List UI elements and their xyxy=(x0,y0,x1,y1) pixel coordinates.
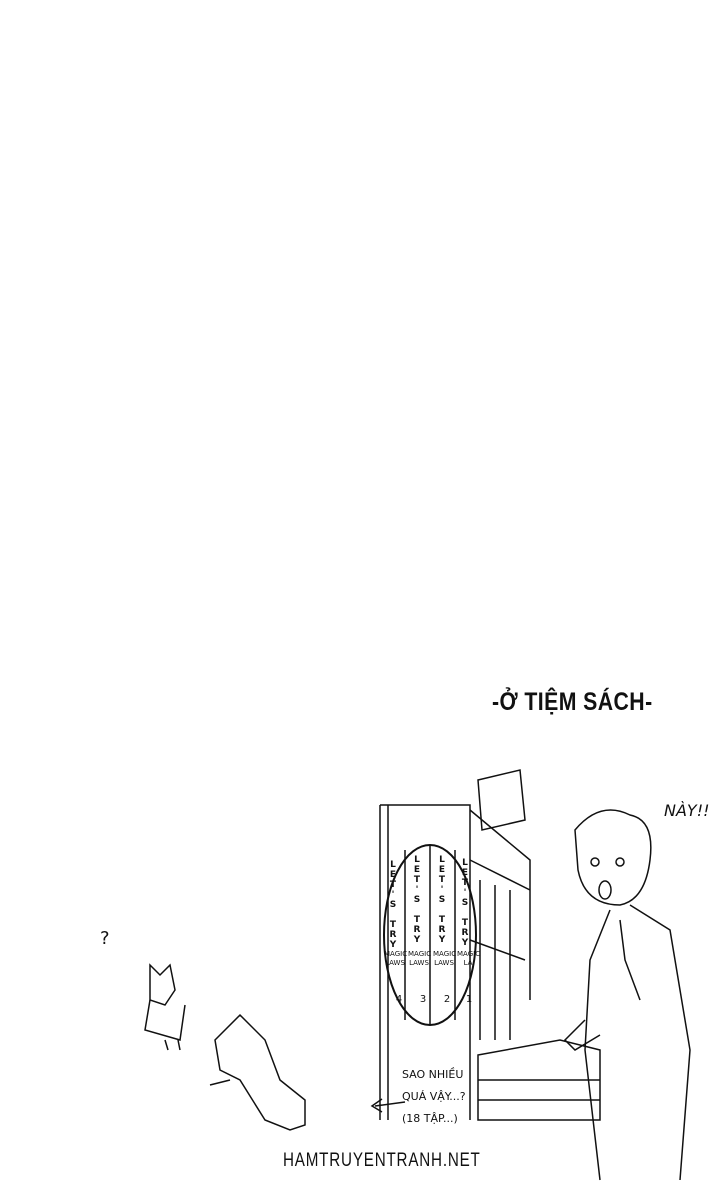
book-spine: LET'S TRY xyxy=(388,860,398,950)
book-spine: LET'S TRY xyxy=(412,855,422,945)
side-note-line: SAO NHIỀU xyxy=(402,1068,464,1081)
bookshelf-drawing xyxy=(379,769,601,1121)
arrow-icon xyxy=(370,1098,406,1113)
caption-title: -Ở TIỆM SÁCH- xyxy=(492,688,653,716)
book-number: 1 xyxy=(465,994,473,1005)
book-number: 3 xyxy=(419,994,427,1005)
book-label: MAGIC LAWS xyxy=(384,950,408,967)
book-number: 2 xyxy=(443,994,451,1005)
chibi-characters-drawing xyxy=(144,963,306,1131)
book-label: MAGIC LAWS xyxy=(408,950,432,967)
speech-shout: NÀY!! xyxy=(664,801,710,820)
boy-character-drawing xyxy=(563,809,691,1181)
book-label: MAGIC LAWS xyxy=(433,950,457,967)
book-spine: LET'S TRY xyxy=(437,855,447,945)
side-note: SAO NHIỀU QUÁ VẬY...? (18 TẬP...) xyxy=(402,1064,466,1130)
book-number: 4 xyxy=(395,994,403,1005)
book-spine: LET'S TRY xyxy=(460,858,470,948)
question-mark: ? xyxy=(100,928,110,949)
side-note-line: QUÁ VẬY...? xyxy=(402,1090,466,1103)
watermark: HAMTRUYENTRANH.NET xyxy=(283,1150,481,1171)
book-label: MAGIC LA xyxy=(457,950,481,967)
side-note-line: (18 TẬP...) xyxy=(402,1112,458,1125)
